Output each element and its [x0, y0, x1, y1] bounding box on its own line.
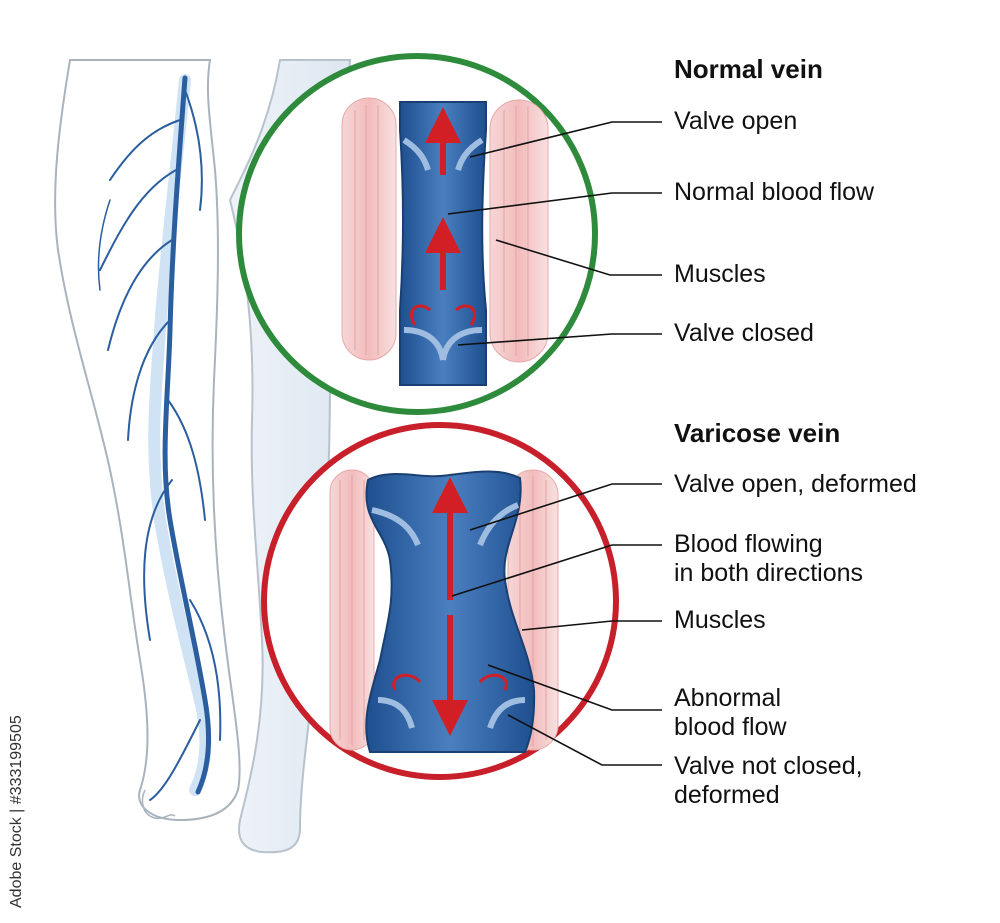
label-valve-open: Valve open	[674, 107, 798, 135]
normal-vein-inset	[236, 53, 598, 415]
leader-valve-not-closed	[507, 714, 662, 766]
branch-vein-6	[143, 479, 173, 641]
leg-veins	[97, 74, 222, 801]
branch-vein-1	[109, 119, 181, 181]
label-muscles-normal: Muscles	[674, 260, 766, 288]
label-normal-blood-flow: Normal blood flow	[674, 178, 875, 206]
front-leg	[54, 59, 241, 822]
great-saphenous-vein-glow	[148, 74, 212, 796]
leader-both-directions	[451, 544, 662, 597]
leader-normal-flow	[447, 192, 662, 215]
leader-valve-open	[469, 121, 662, 158]
label-valve-open-deformed: Valve open, deformed	[674, 470, 917, 498]
stock-credit: Adobe Stock | #333199505	[8, 715, 25, 908]
leader-valve-closed	[457, 333, 662, 346]
leader-lines	[447, 121, 662, 766]
branch-vein-8	[149, 719, 201, 801]
branch-vein-10	[97, 199, 111, 291]
valve-closed-bottom	[403, 327, 483, 361]
eddy-left	[409, 304, 431, 326]
label-valve-closed: Valve closed	[674, 319, 814, 347]
valve-open-top	[402, 137, 484, 171]
branch-vein-5	[167, 399, 206, 521]
label-blood-flowing-both: Blood flowing in both directions	[674, 530, 864, 587]
label-muscles-varicose: Muscles	[674, 606, 766, 634]
valve-open-deformed	[371, 502, 520, 547]
valve-not-closed	[377, 697, 526, 729]
abnormal-eddy-left	[392, 673, 422, 691]
great-saphenous-vein	[162, 75, 211, 795]
branch-vein-3	[107, 239, 173, 351]
branch-vein-9	[184, 89, 203, 211]
branch-vein-4	[127, 319, 171, 441]
label-abnormal-blood-flow: Abnormal blood flow	[674, 684, 787, 741]
varicose-vein-tube	[365, 470, 536, 753]
leader-abnormal-flow	[487, 664, 662, 711]
varicose-vein-heading: Varicose vein	[674, 418, 841, 448]
abnormal-eddy-right	[478, 673, 508, 691]
branch-vein-7	[189, 599, 222, 741]
normal-vein-heading: Normal vein	[674, 54, 823, 84]
branch-vein-2	[99, 169, 177, 271]
label-valve-not-closed: Valve not closed, deformed	[674, 752, 863, 809]
muscle-left	[341, 97, 397, 361]
eddy-right	[455, 304, 477, 326]
leader-muscles-2	[521, 620, 662, 631]
leader-valve-open-deformed	[469, 483, 662, 531]
leader-muscles-1	[495, 239, 662, 276]
foot-detail	[141, 789, 176, 820]
varicose-vein-inset	[261, 422, 619, 780]
